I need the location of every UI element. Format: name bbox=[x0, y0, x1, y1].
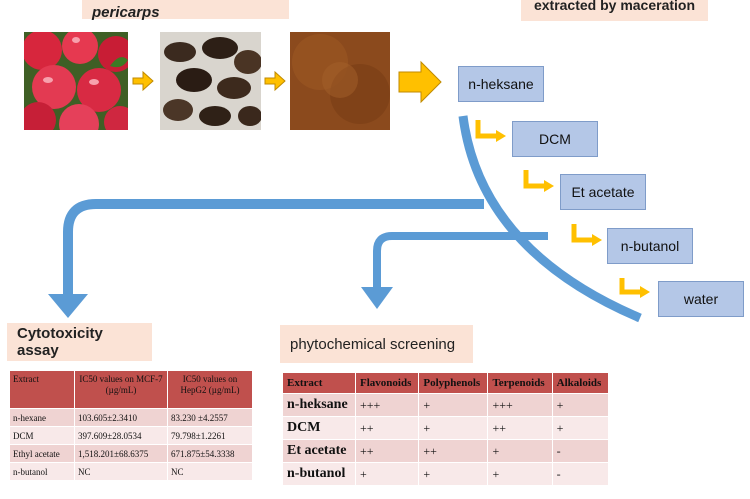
step-arrow-4 bbox=[619, 278, 642, 295]
maceration-label-text: extracted by maceration bbox=[533, 0, 696, 13]
powder-photo bbox=[290, 32, 390, 130]
solvent-water: water bbox=[658, 281, 744, 317]
table-cell: ++ bbox=[487, 416, 553, 440]
table-row: n-butanol NC NC bbox=[9, 462, 253, 481]
table-cell: + bbox=[487, 462, 553, 486]
solvent-label: n-heksane bbox=[468, 76, 534, 92]
table-cell: +++ bbox=[487, 393, 553, 417]
blue-branch-left bbox=[63, 199, 484, 298]
table-cell: + bbox=[487, 439, 553, 463]
table-cell: n-hexane bbox=[9, 408, 75, 427]
header-cell: Terpenoids bbox=[487, 372, 553, 394]
header-cell: Flavonoids bbox=[354, 372, 420, 394]
table-cell: + bbox=[418, 416, 489, 440]
blue-arrowhead-left bbox=[48, 294, 88, 318]
table-cell: ++ bbox=[418, 439, 489, 463]
fresh-fruit-photo bbox=[24, 32, 128, 130]
maceration-label: extracted by maceration bbox=[521, 0, 708, 21]
table-header-row: Extract IC50 values on MCF-7 (µg/mL) IC5… bbox=[9, 370, 253, 409]
header-cell: Alkaloids bbox=[551, 372, 610, 394]
table-cell: ++ bbox=[354, 416, 420, 440]
table-cell: 671.875±54.3338 bbox=[167, 444, 253, 463]
header-cell: Polyphenols bbox=[418, 372, 489, 394]
step-arrow-1 bbox=[475, 120, 498, 139]
dried-pericarp-photo bbox=[160, 32, 261, 130]
table-cell: + bbox=[551, 393, 610, 417]
step-arrow-2 bbox=[523, 170, 546, 189]
row-label: Et acetate bbox=[282, 439, 356, 463]
table-row: n-heksane +++ + +++ + bbox=[282, 393, 610, 417]
table-row: Et acetate ++ ++ + - bbox=[282, 439, 610, 463]
blue-branch-right bbox=[373, 232, 548, 290]
row-label: DCM bbox=[282, 416, 356, 440]
phytochemical-title: phytochemical screening bbox=[280, 325, 473, 363]
solvent-label: n-butanol bbox=[620, 238, 680, 254]
solvent-label: DCM bbox=[539, 131, 571, 147]
table-cell: 79.798±1.2261 bbox=[167, 426, 253, 445]
yellow-arrow-big bbox=[398, 60, 442, 104]
solvent-n-heksane: n-heksane bbox=[458, 66, 544, 102]
row-label: n-butanol bbox=[282, 462, 356, 486]
table-cell: NC bbox=[167, 462, 253, 481]
table-cell: Ethyl acetate bbox=[9, 444, 75, 463]
table-row: DCM 397.609±28.0534 79.798±1.2261 bbox=[9, 426, 253, 445]
table-cell: + bbox=[354, 462, 420, 486]
table-cell: DCM bbox=[9, 426, 75, 445]
table-cell: ++ bbox=[354, 439, 420, 463]
table-cell: - bbox=[551, 439, 610, 463]
table-cell: n-butanol bbox=[9, 462, 75, 481]
solvent-et-acetate: Et acetate bbox=[560, 174, 646, 210]
table-row: Ethyl acetate 1,518.201±68.6375 671.875±… bbox=[9, 444, 253, 463]
table-row: DCM ++ + ++ + bbox=[282, 416, 610, 440]
cytotoxicity-table: Extract IC50 values on MCF-7 (µg/mL) IC5… bbox=[9, 370, 253, 481]
table-cell: 83.230 ±4.2557 bbox=[167, 408, 253, 427]
table-cell: 397.609±28.0534 bbox=[74, 426, 168, 445]
pericarps-label: Garcinia forbesii pericarps bbox=[82, 0, 289, 21]
table-cell: 103.605±2.3410 bbox=[74, 408, 168, 427]
table-cell: + bbox=[418, 462, 489, 486]
solvent-label: Et acetate bbox=[571, 184, 635, 200]
header-cell: IC50 values on HepG2 (µg/mL) bbox=[167, 370, 253, 409]
cytotoxicity-title: Cytotoxicity assay bbox=[7, 323, 152, 361]
table-row: n-hexane 103.605±2.3410 83.230 ±4.2557 bbox=[9, 408, 253, 427]
yellow-arrow-1 bbox=[132, 70, 154, 92]
solvent-label: water bbox=[683, 291, 719, 307]
table-cell: 1,518.201±68.6375 bbox=[74, 444, 168, 463]
solvent-n-butanol: n-butanol bbox=[607, 228, 693, 264]
table-cell: + bbox=[551, 416, 610, 440]
table-cell: NC bbox=[74, 462, 168, 481]
header-cell: Extract bbox=[282, 372, 356, 394]
header-cell: Extract bbox=[9, 370, 75, 409]
row-label: n-heksane bbox=[282, 393, 356, 417]
phytochemical-table: Extract Flavonoids Polyphenols Terpenoid… bbox=[282, 372, 610, 486]
table-cell: +++ bbox=[354, 393, 420, 417]
yellow-arrow-2 bbox=[264, 70, 286, 92]
step-arrow-3 bbox=[571, 224, 594, 243]
cytotoxicity-title-text: Cytotoxicity assay bbox=[17, 325, 103, 359]
header-cell: IC50 values on MCF-7 (µg/mL) bbox=[74, 370, 168, 409]
pericarps-label-text: Garcinia forbesii pericarps bbox=[92, 0, 210, 21]
table-cell: + bbox=[418, 393, 489, 417]
table-cell: - bbox=[551, 462, 610, 486]
table-row: n-butanol + + + - bbox=[282, 462, 610, 486]
phytochemical-title-text: phytochemical screening bbox=[290, 335, 456, 353]
blue-arrowhead-right bbox=[361, 287, 393, 309]
solvent-dcm: DCM bbox=[512, 121, 598, 157]
table-header-row: Extract Flavonoids Polyphenols Terpenoid… bbox=[282, 372, 610, 394]
